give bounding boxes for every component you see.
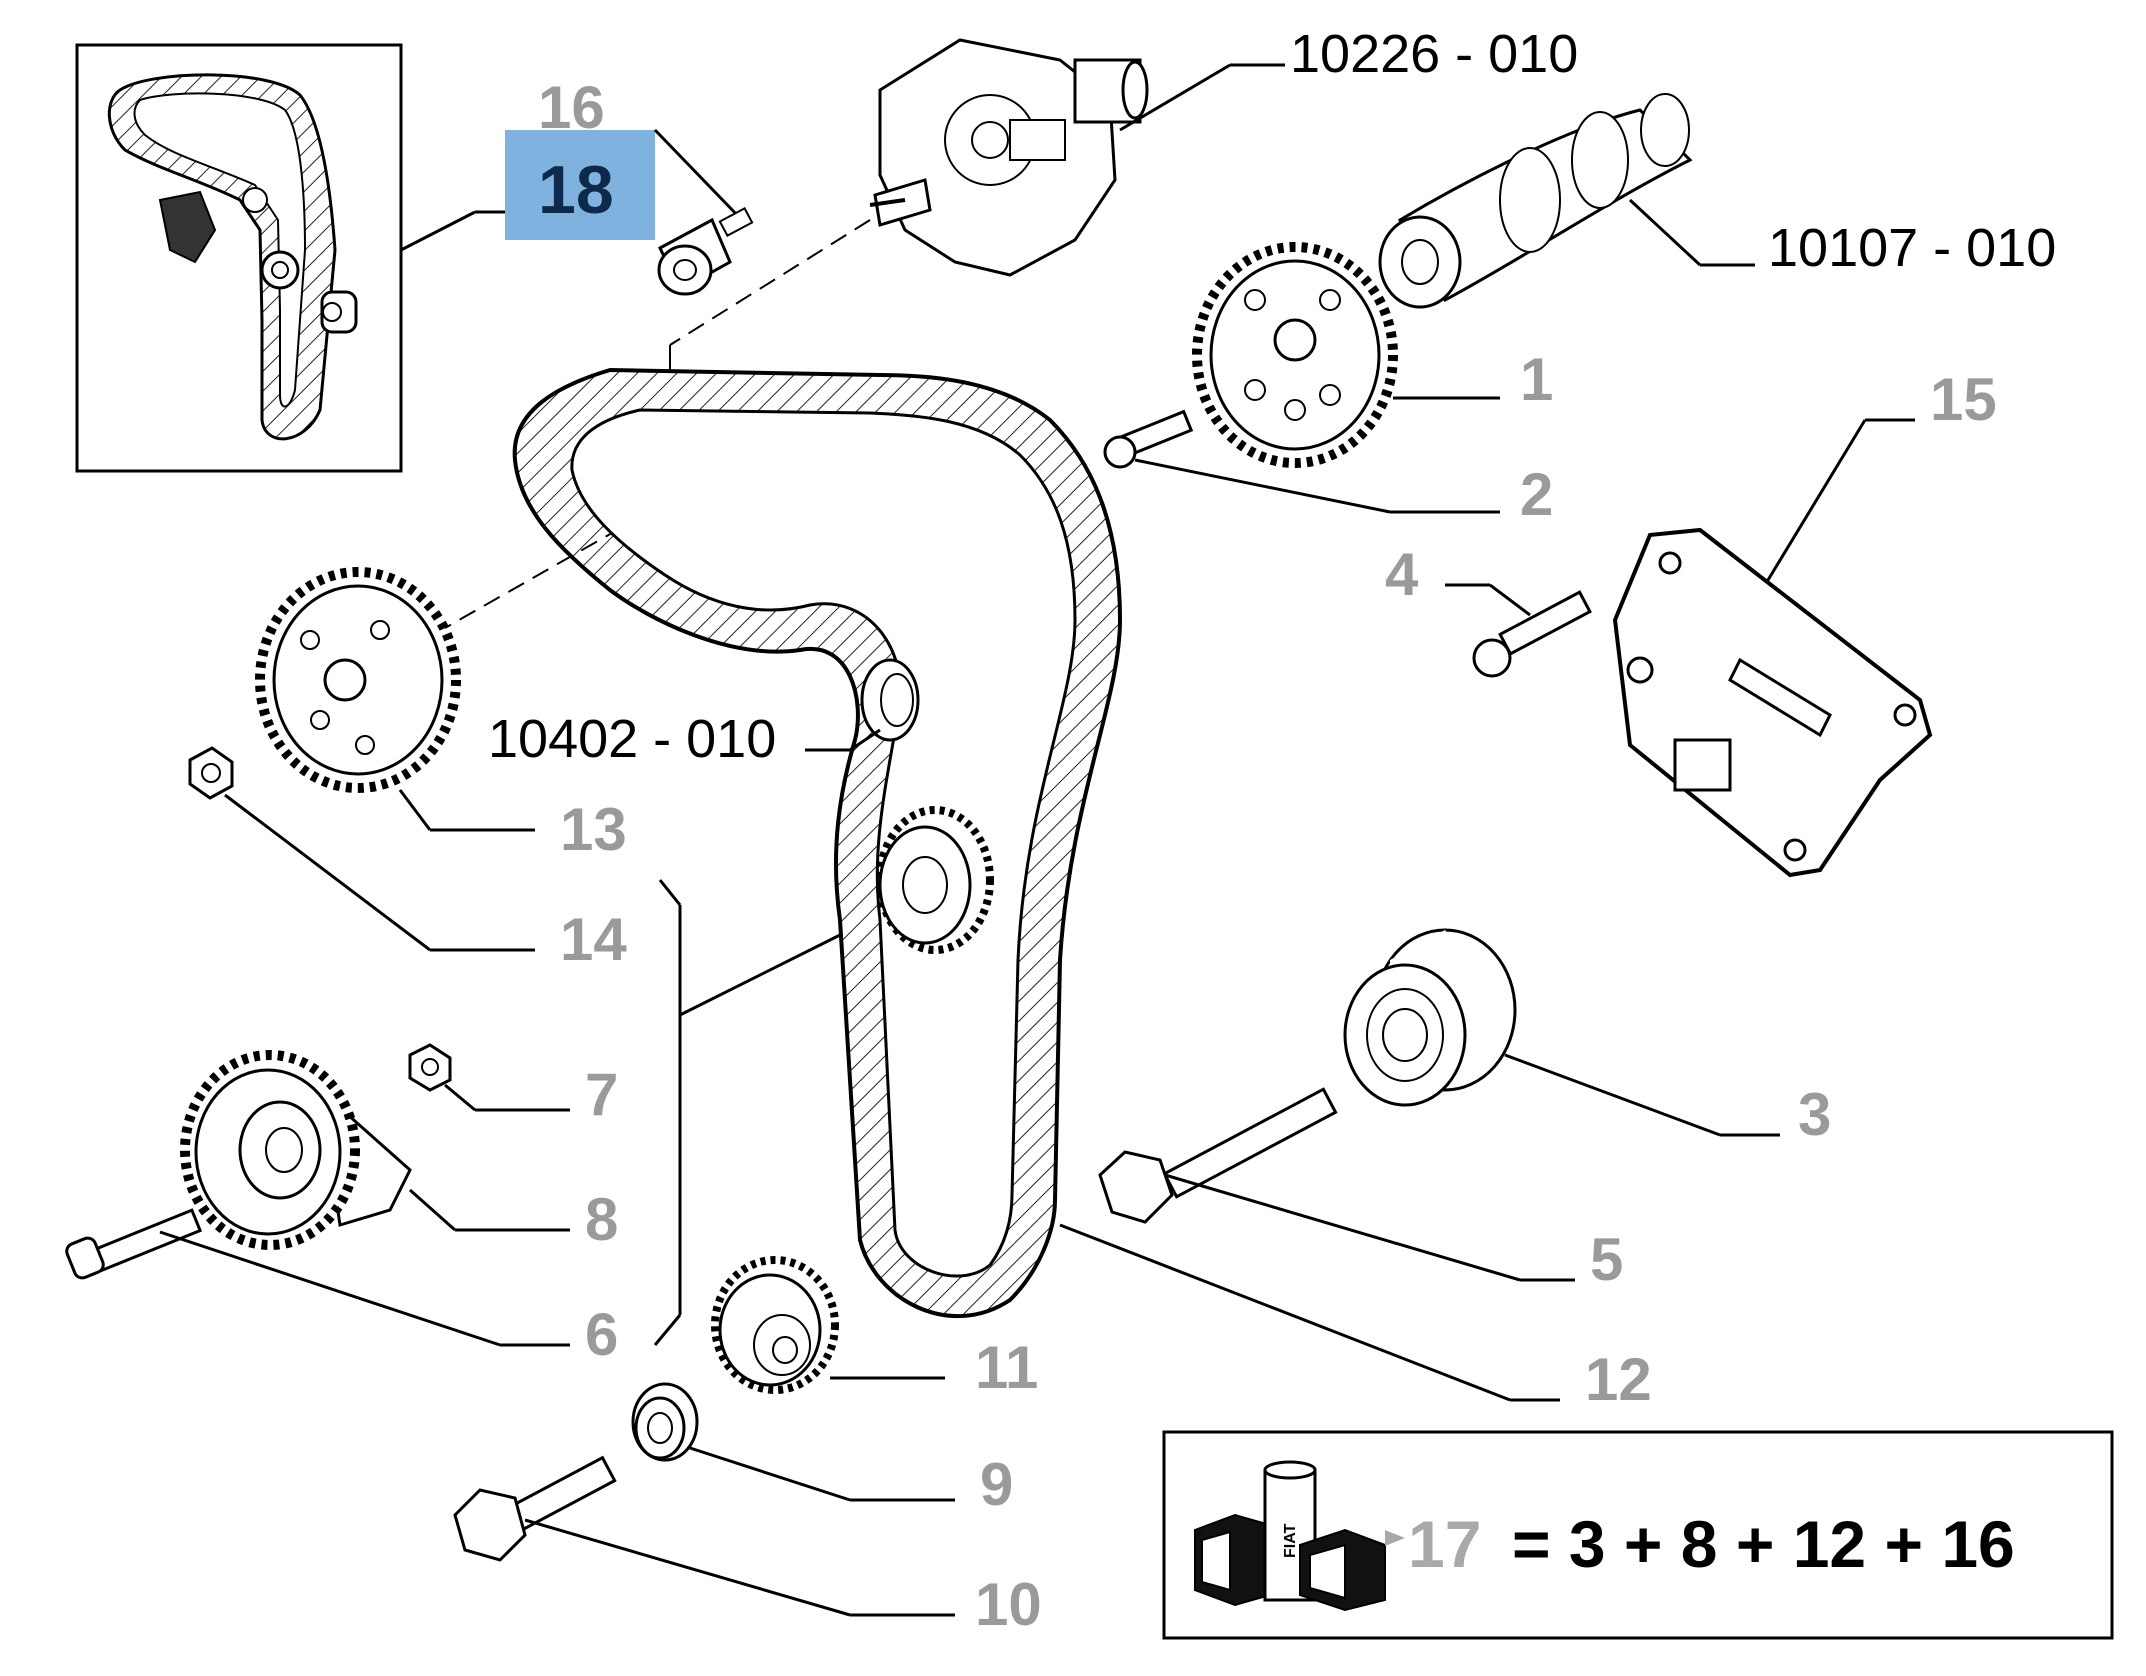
leader-12 bbox=[1059, 1223, 1511, 1402]
kit-icon: FIAT bbox=[1194, 1460, 1386, 1612]
idler-pulley[interactable] bbox=[1343, 928, 1517, 1107]
nut-14[interactable] bbox=[188, 746, 234, 800]
leader-13-group bbox=[658, 879, 682, 906]
callout-12[interactable]: 12 bbox=[1585, 1346, 1652, 1413]
idler-roller[interactable] bbox=[860, 658, 920, 742]
inset-belt-thumbnail[interactable] bbox=[75, 43, 403, 473]
callout-16[interactable]: 16 bbox=[538, 74, 605, 141]
leader-16 bbox=[653, 128, 742, 220]
camshaft[interactable] bbox=[1378, 93, 1693, 309]
callout-13[interactable]: 13 bbox=[560, 796, 627, 863]
bolt-2[interactable] bbox=[1103, 409, 1194, 469]
leader-4-tail bbox=[1489, 583, 1531, 617]
callout-3[interactable]: 3 bbox=[1798, 1081, 1831, 1148]
callout-4[interactable]: 4 bbox=[1385, 541, 1419, 608]
alignment-line-pump bbox=[669, 219, 871, 346]
leader-15 bbox=[1763, 419, 1867, 586]
washer-9[interactable] bbox=[631, 1382, 699, 1462]
callout-1[interactable]: 1 bbox=[1520, 346, 1553, 413]
kit-pointer-icon bbox=[1385, 1530, 1405, 1546]
callout-7[interactable]: 7 bbox=[585, 1061, 618, 1128]
leader-3 bbox=[1504, 1053, 1721, 1137]
callout-11[interactable]: 11 bbox=[975, 1334, 1038, 1401]
ref-injection-pump[interactable]: 10226 - 010 bbox=[1290, 24, 1578, 84]
crank-sprocket[interactable] bbox=[711, 1256, 839, 1394]
camshaft-pulley[interactable] bbox=[1192, 242, 1398, 468]
injection-pump[interactable] bbox=[869, 38, 1149, 277]
ref-idler[interactable]: 10402 - 010 bbox=[488, 709, 776, 769]
callout-8[interactable]: 8 bbox=[585, 1186, 618, 1253]
leader-7 bbox=[444, 1083, 476, 1112]
leader-5 bbox=[1164, 1173, 1521, 1282]
nut-7[interactable] bbox=[408, 1043, 452, 1092]
crankshaft-sprocket[interactable] bbox=[876, 806, 994, 954]
kit-brand-mark: FIAT bbox=[1282, 1523, 1299, 1558]
leader-18 bbox=[400, 210, 476, 252]
kit-formula: = 3 + 8 + 12 + 16 bbox=[1512, 1507, 2015, 1581]
leader-camshaft bbox=[1628, 198, 1702, 267]
bolt-4[interactable] bbox=[1472, 590, 1592, 678]
bolt-10[interactable] bbox=[453, 1455, 617, 1562]
tensioner-bushing[interactable] bbox=[657, 207, 754, 296]
tensioner-bracket[interactable] bbox=[1612, 527, 1933, 878]
callout-14[interactable]: 14 bbox=[560, 906, 627, 973]
tensioner-pin[interactable] bbox=[64, 1208, 203, 1280]
timing-belt[interactable] bbox=[512, 367, 1123, 1319]
kit-label[interactable]: 17 bbox=[1408, 1507, 1481, 1581]
callout-2[interactable]: 2 bbox=[1520, 461, 1553, 528]
bolt-5[interactable] bbox=[1098, 1087, 1338, 1224]
leader-2 bbox=[1134, 458, 1391, 514]
leader-idler bbox=[849, 728, 881, 752]
injection-pump-pulley[interactable] bbox=[255, 567, 461, 793]
callout-6[interactable]: 6 bbox=[585, 1301, 618, 1368]
leader-9 bbox=[689, 1446, 851, 1502]
callout-10[interactable]: 10 bbox=[975, 1571, 1042, 1638]
leader-pump bbox=[1119, 63, 1231, 132]
callout-5[interactable]: 5 bbox=[1590, 1226, 1623, 1293]
highlight-box bbox=[505, 130, 655, 240]
callout-15[interactable]: 15 bbox=[1930, 366, 1997, 433]
leader-6 bbox=[159, 1230, 501, 1347]
leader-8 bbox=[409, 1188, 456, 1232]
kit-box[interactable]: FIAT 17 = 3 + 8 + 12 + 16 bbox=[1162, 1430, 2114, 1640]
leader-group-belt bbox=[679, 933, 841, 1017]
leader-13 bbox=[398, 789, 432, 831]
leader-group-6 bbox=[653, 1314, 682, 1346]
ref-camshaft[interactable]: 10107 - 010 bbox=[1768, 218, 2056, 278]
callout-9[interactable]: 9 bbox=[980, 1451, 1013, 1518]
callout-18[interactable]: 18 bbox=[538, 152, 614, 228]
leader-10 bbox=[524, 1518, 851, 1617]
leader-14 bbox=[224, 793, 431, 952]
belt-tensioner[interactable] bbox=[180, 1050, 412, 1250]
